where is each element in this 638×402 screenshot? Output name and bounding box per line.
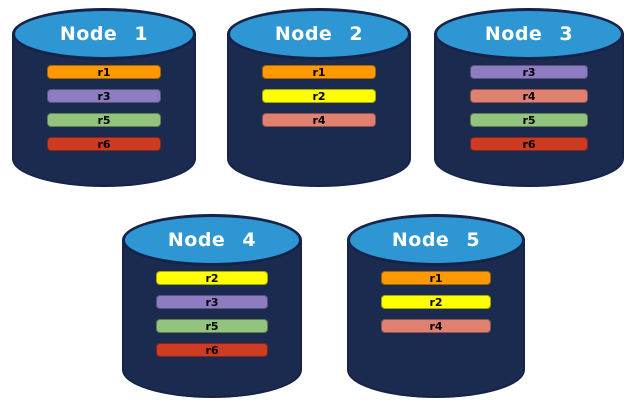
db-node-3: Node 3 r3 r4 r5 r6 xyxy=(434,8,624,187)
db-node-1: Node 1 r1 r3 r5 r6 xyxy=(12,8,196,187)
replica-bar-r1: r1 xyxy=(46,65,162,79)
replica-list: r1 r3 r5 r6 xyxy=(46,65,162,151)
cylinder-top: Node 1 xyxy=(12,8,196,60)
replica-bar-r5: r5 xyxy=(156,319,268,333)
replica-bar-r5: r5 xyxy=(46,113,162,127)
replica-bar-r3: r3 xyxy=(470,65,588,79)
node-label: Node 3 xyxy=(484,23,574,45)
db-node-2: Node 2 r1 r2 r4 xyxy=(227,8,411,187)
node-label: Node 4 xyxy=(167,229,257,251)
replica-list: r3 r4 r5 r6 xyxy=(470,65,588,151)
cylinder-top: Node 3 xyxy=(434,8,624,60)
cylinder-top: Node 2 xyxy=(227,8,411,60)
replica-bar-r6: r6 xyxy=(156,343,268,357)
replica-bar-r4: r4 xyxy=(470,89,588,103)
replica-bar-r2: r2 xyxy=(261,89,377,103)
node-label: Node 2 xyxy=(274,23,364,45)
replica-bar-r5: r5 xyxy=(470,113,588,127)
replica-bar-r1: r1 xyxy=(380,271,492,285)
replica-bar-r4: r4 xyxy=(380,319,492,333)
replica-bar-r2: r2 xyxy=(380,295,492,309)
replica-list: r1 r2 r4 xyxy=(380,271,492,333)
replica-bar-r1: r1 xyxy=(261,65,377,79)
node-label: Node 5 xyxy=(391,229,481,251)
replica-bar-r6: r6 xyxy=(46,137,162,151)
cylinder-top: Node 4 xyxy=(122,214,302,266)
replica-bar-r4: r4 xyxy=(261,113,377,127)
replica-bar-r2: r2 xyxy=(156,271,268,285)
replica-bar-r3: r3 xyxy=(46,89,162,103)
replica-bar-r6: r6 xyxy=(470,137,588,151)
db-node-5: Node 5 r1 r2 r4 xyxy=(347,214,525,398)
replica-list: r1 r2 r4 xyxy=(261,65,377,127)
db-node-4: Node 4 r2 r3 r5 r6 xyxy=(122,214,302,398)
replica-bar-r3: r3 xyxy=(156,295,268,309)
replica-list: r2 r3 r5 r6 xyxy=(156,271,268,357)
cylinder-top: Node 5 xyxy=(347,214,525,266)
node-label: Node 1 xyxy=(59,23,149,45)
